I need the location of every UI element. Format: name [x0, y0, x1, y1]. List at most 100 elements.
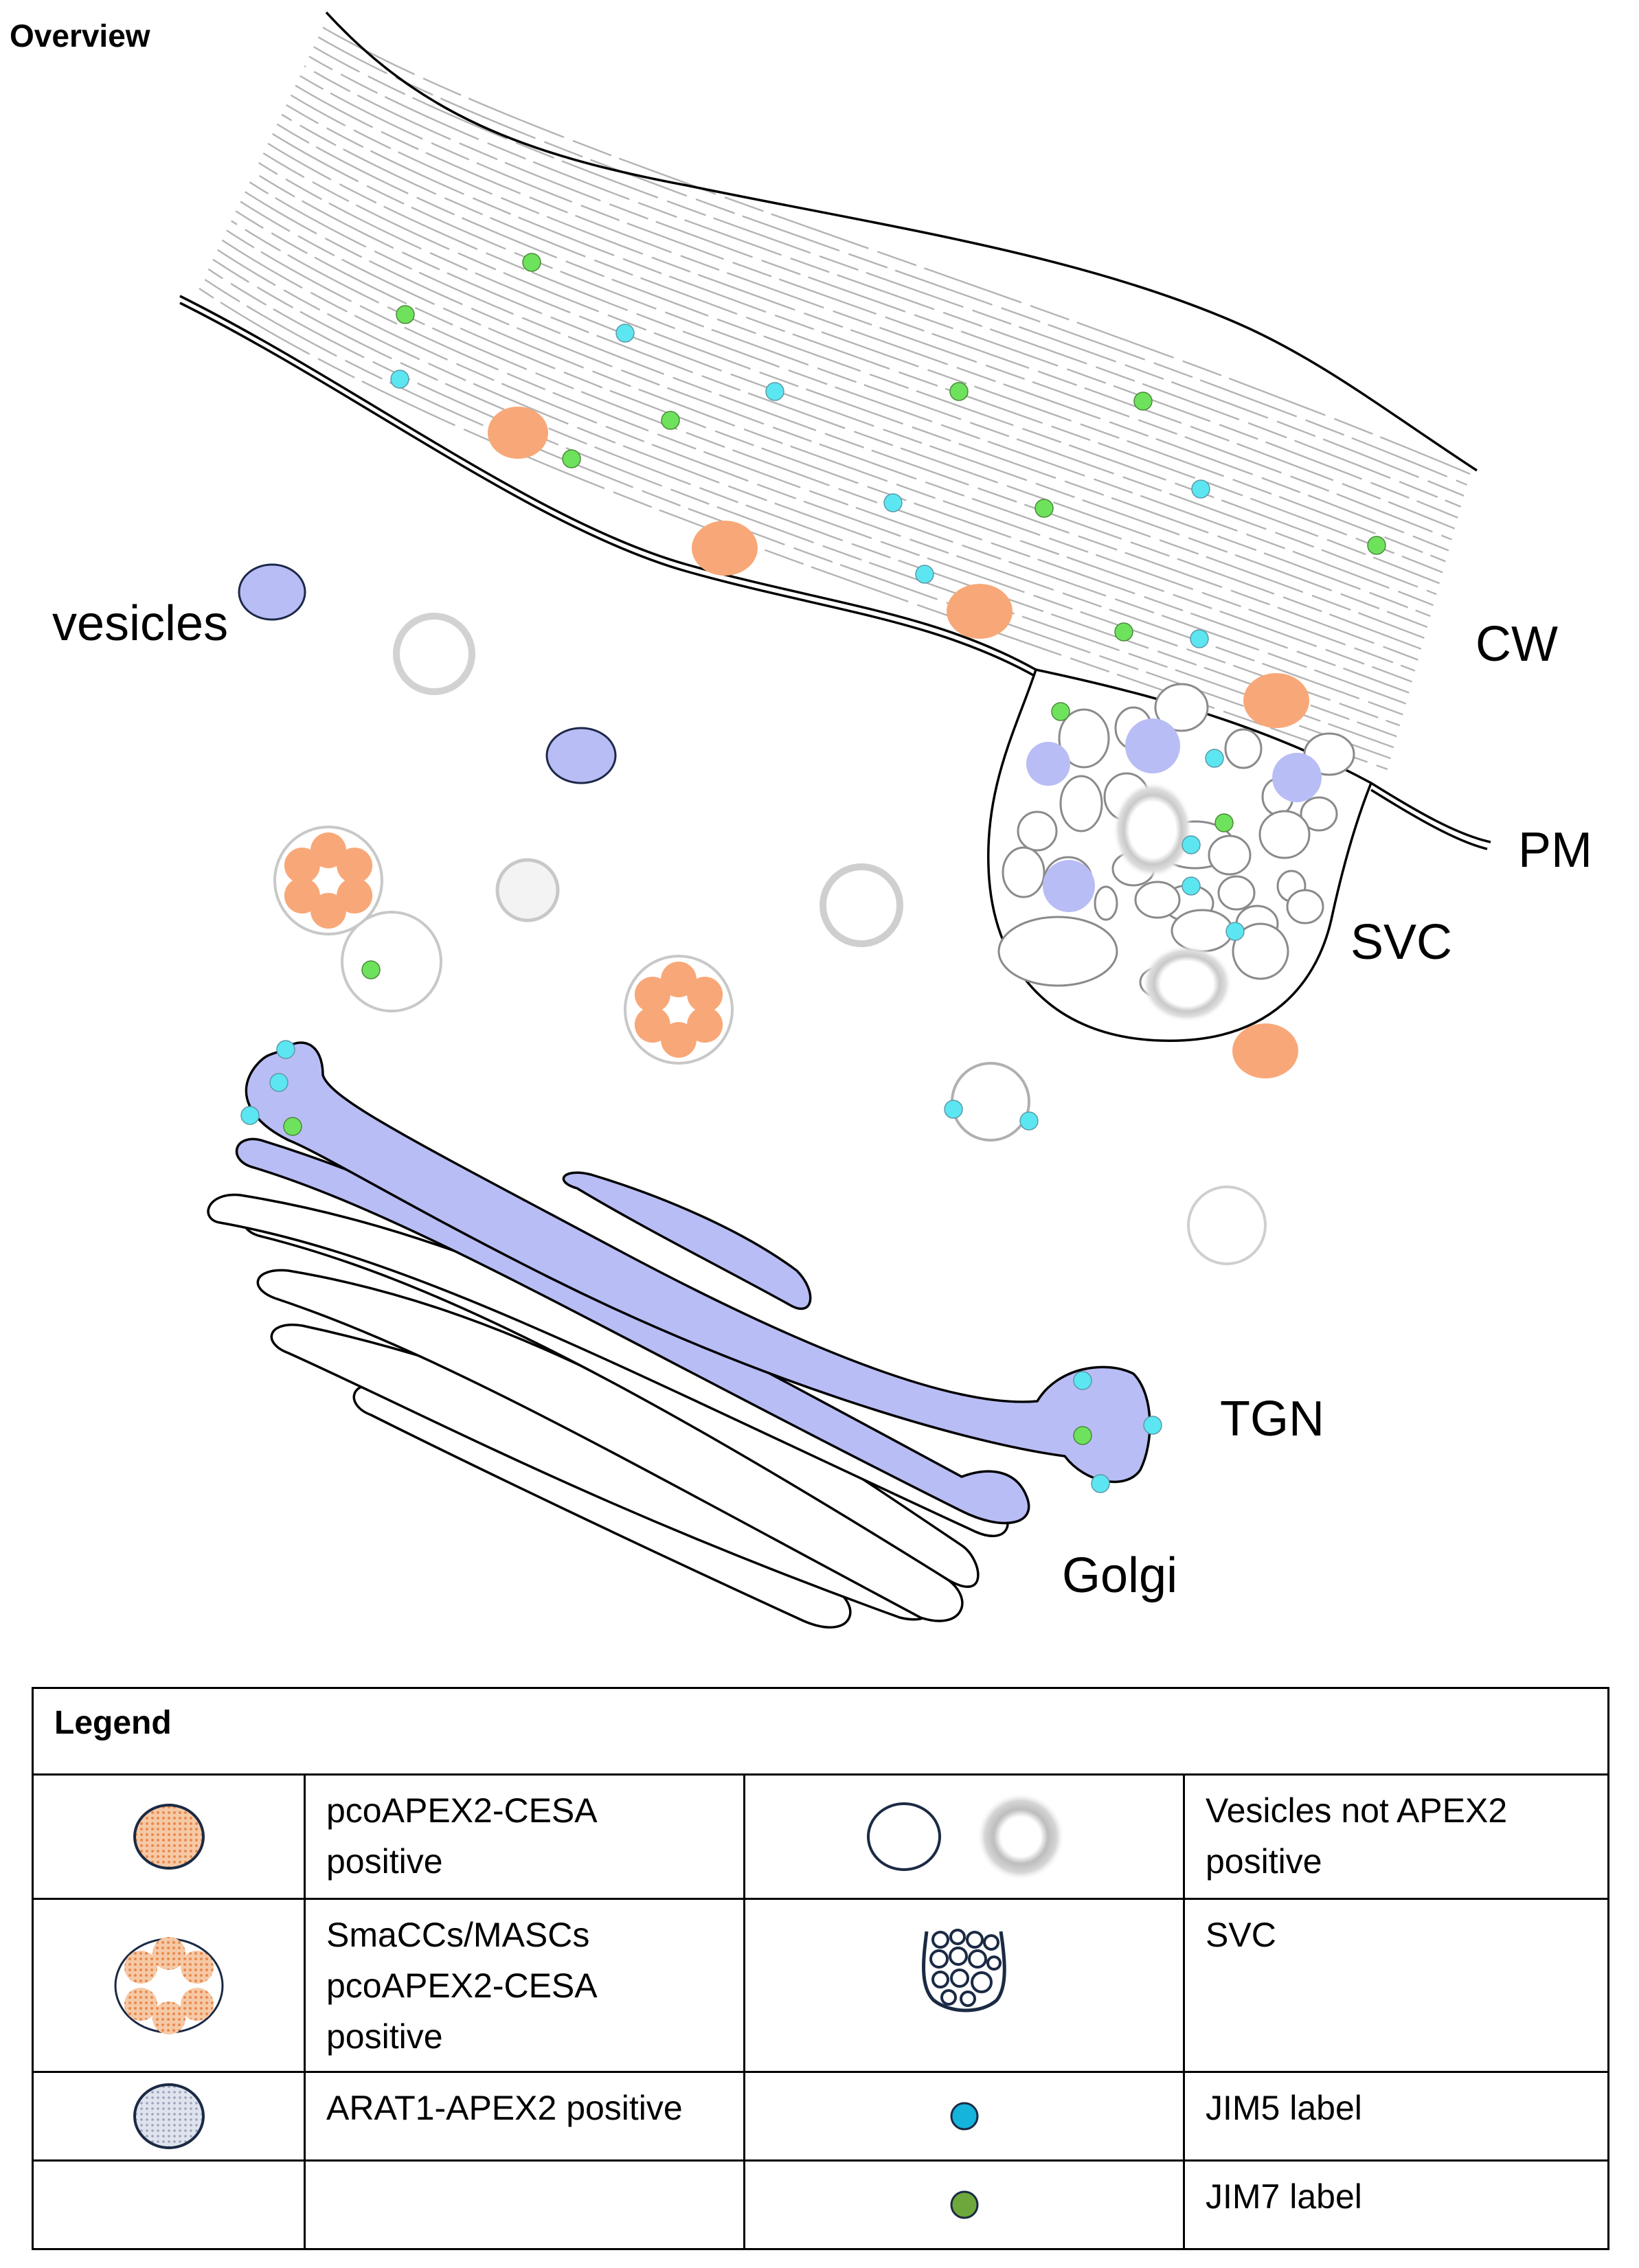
svc-vesicle — [997, 916, 1118, 987]
wall-fiber — [226, 229, 1407, 705]
smacc-cesa-particle — [337, 878, 373, 914]
smacc-cesa-particle — [284, 878, 320, 914]
legend-cell-icon — [743, 1898, 1185, 2074]
legend-empty-cell — [32, 2159, 306, 2250]
svc-vesicle — [1059, 775, 1103, 832]
svc-vesicle — [1208, 835, 1252, 876]
jim7-label-dot — [1367, 536, 1386, 555]
wall-fiber — [203, 277, 1391, 760]
svc-vesicle — [1154, 683, 1209, 732]
wall-fiber — [235, 210, 1412, 683]
cell-wall-fibers — [199, 26, 1471, 771]
wall-fiber — [286, 104, 1446, 563]
jim5-label-dot — [765, 382, 784, 401]
unlabelled-vesicle — [393, 613, 475, 695]
svc-vesicle — [1017, 810, 1058, 852]
svc-vesicle — [1134, 881, 1181, 919]
wall-fiber — [304, 65, 1458, 519]
legend-svc-text: SVC — [1182, 1898, 1610, 2074]
jim5-label-dot — [1143, 1416, 1162, 1435]
jim7-label-dot — [361, 960, 381, 979]
svc-icon — [921, 1929, 1006, 2012]
jim7-label-dot — [283, 1117, 302, 1136]
wall-fiber — [262, 152, 1431, 617]
cesa-positive-vesicle — [947, 584, 1013, 639]
smacc-cesa-particle — [661, 962, 697, 997]
plasma-membrane — [179, 295, 1491, 850]
legend-cell-icon — [743, 1773, 1185, 1901]
page-title: Overview — [10, 18, 150, 54]
legend-jim5-text: JIM5 label — [1182, 2071, 1610, 2162]
arat1-vesicle — [1043, 860, 1095, 912]
cell-wall-outer-edge — [325, 11, 1478, 472]
smacc-cesa-particle — [337, 848, 373, 883]
jim7-label-dot — [396, 305, 415, 324]
svc-vesicle — [1286, 889, 1324, 925]
legend-cell-icon — [32, 1773, 306, 1901]
smacc-cesa-particle — [687, 1007, 723, 1043]
jim5-label-dot — [1205, 749, 1224, 768]
smacc-masc — [624, 955, 734, 1065]
jim7-label-dot — [522, 253, 541, 272]
arat1-vesicle — [1272, 753, 1322, 802]
jim5-label-dot — [1073, 1371, 1092, 1390]
wall-fiber — [207, 268, 1394, 749]
jim5-label-dot — [390, 370, 409, 389]
svc-vesicle — [1232, 922, 1289, 980]
jim5-label-dot — [1225, 922, 1245, 941]
wall-fiber — [267, 142, 1434, 606]
cytoplasm-vesicles — [238, 407, 1309, 1265]
smacc-cesa-particle — [634, 977, 670, 1012]
unlabelled-vesicle-halo — [1142, 945, 1232, 1022]
jim5-dot-icon — [950, 2102, 978, 2131]
cesa-positive-vesicle — [488, 407, 548, 459]
wall-fiber — [253, 172, 1425, 639]
legend-vesicles-text: Vesicles not APEX2 positive — [1182, 1773, 1610, 1901]
legend-cell-icon — [743, 2159, 1185, 2250]
wall-fiber — [295, 84, 1452, 541]
legend-cell-icon — [32, 2071, 306, 2162]
jim7-label-dot — [1114, 622, 1133, 642]
jim5-label-dot — [1019, 1111, 1039, 1131]
jim5-label-dot — [915, 565, 934, 584]
legend-empty-cell — [304, 2159, 745, 2250]
cesa-positive-vesicle — [1232, 1023, 1298, 1078]
jim7-label-dot — [1133, 392, 1153, 411]
arat1-vesicle — [1125, 718, 1180, 773]
jim5-label-dot — [269, 1073, 289, 1092]
unlabelled-vesicles-icon — [866, 1793, 1065, 1881]
svc-vesicle — [1002, 846, 1045, 898]
smacc-cesa-particle — [687, 977, 723, 1012]
cesa-positive-vesicle — [692, 521, 758, 576]
wall-fiber — [290, 94, 1449, 552]
svc-vesicle — [1217, 875, 1256, 911]
legend-smacc-text: SmaCCs/MASCs pcoAPEX2-CESA positive — [304, 1898, 745, 2074]
jim5-label-dot — [1182, 876, 1201, 896]
jim5-label-dot — [240, 1106, 260, 1125]
jim5-label-dot — [615, 324, 635, 343]
wall-fiber — [299, 75, 1456, 530]
svc-inner-vesicles — [997, 683, 1355, 1022]
tgn-cisterna — [245, 1041, 1151, 1484]
wall-fiber — [245, 191, 1418, 661]
arat1-vesicle-icon — [133, 2083, 205, 2150]
vesicles-label: vesicles — [52, 596, 228, 651]
jim7-label-dot — [949, 382, 969, 401]
smacc-cesa-particle — [661, 1022, 697, 1058]
svc-vesicle — [1224, 728, 1263, 769]
wall-fiber — [240, 201, 1416, 672]
wall-fiber — [322, 26, 1471, 475]
svc-vesicle — [1058, 708, 1110, 769]
pm-label: PM — [1518, 823, 1592, 878]
svc-vesicle — [1300, 796, 1338, 832]
legend-cell-icon — [32, 1898, 306, 2074]
wall-fiber — [231, 220, 1410, 694]
jim5-label-dot — [883, 493, 903, 512]
svc-vesicle — [1258, 810, 1311, 859]
smacc-cesa-particle — [310, 893, 346, 929]
wall-fiber — [199, 288, 1388, 771]
smacc-cesa-particle — [310, 832, 346, 868]
cesa-positive-vesicle — [1243, 673, 1309, 728]
wall-fiber — [249, 181, 1422, 650]
svc-vesicle — [1094, 885, 1118, 921]
